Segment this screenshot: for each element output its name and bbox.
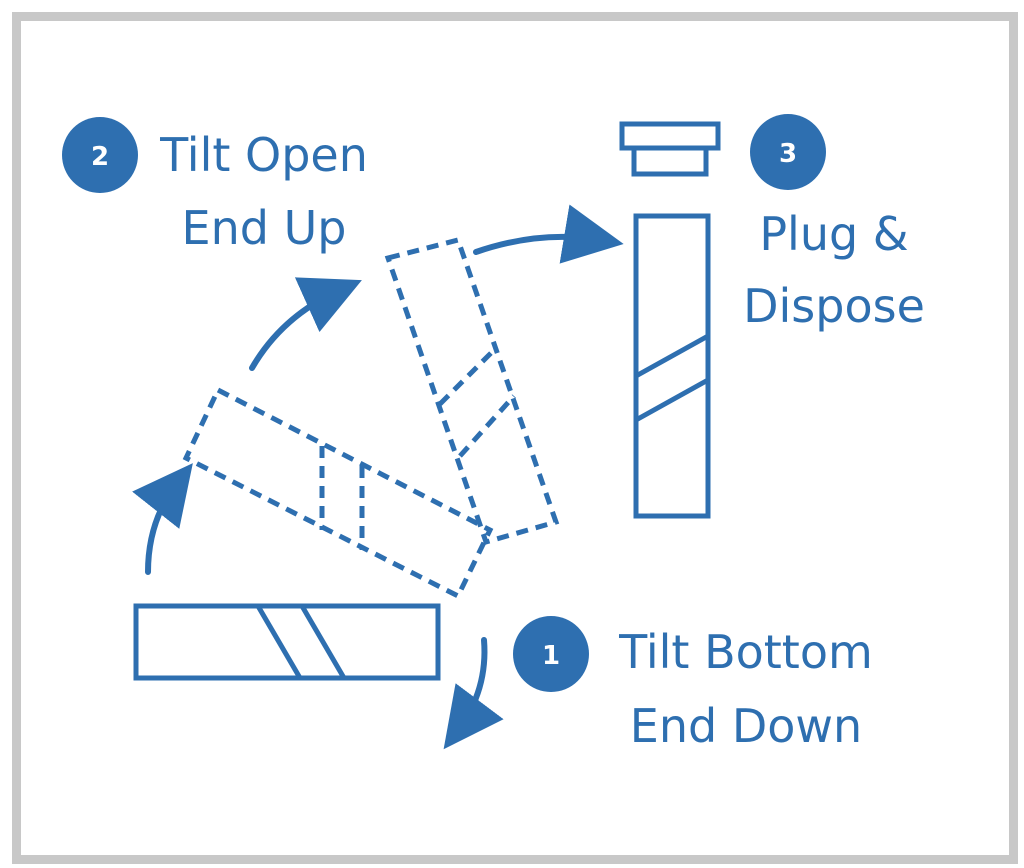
tilted-tube-outline-icon: [384, 237, 560, 546]
step-number-badge: [513, 616, 589, 692]
curved-arrow-icon: [132, 204, 624, 750]
step-number-badge: [750, 114, 826, 190]
step-3: 3 Plug & Dispose: [743, 114, 925, 333]
step-label-line2: Dispose: [743, 279, 925, 333]
step-1: 1 Tilt Bottom End Down: [513, 616, 873, 753]
step-label-line1: Tilt Bottom: [618, 625, 873, 679]
step-2: 2 Tilt Open End Up: [62, 117, 368, 255]
step-label-line1: Tilt Open: [159, 128, 368, 182]
horizontal-tube-icon: [133, 603, 441, 681]
tilted-tube-outline-icon: [182, 386, 494, 600]
plug-cap-icon: [619, 121, 721, 177]
step-number: 2: [91, 142, 109, 172]
vertical-tube-icon: [633, 213, 711, 519]
step-label-line2: End Up: [182, 201, 347, 255]
step-number: 3: [779, 139, 797, 169]
step-label-line2: End Down: [630, 699, 862, 753]
step-number: 1: [542, 641, 560, 671]
diagram-frame: [12, 12, 1018, 864]
step-number-badge: [62, 117, 138, 193]
step-label-line1: Plug &: [759, 207, 908, 261]
